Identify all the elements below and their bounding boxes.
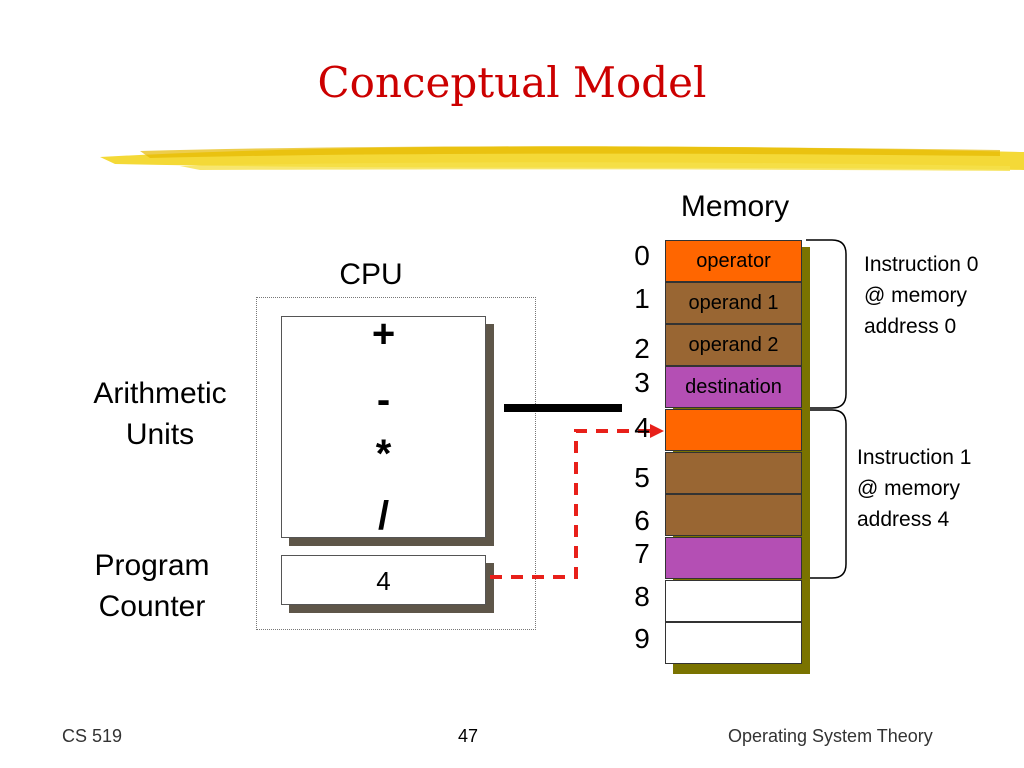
pc-pointer-arrowhead xyxy=(650,424,664,438)
minus-operator: - xyxy=(376,378,391,422)
memory-label: Memory xyxy=(680,190,790,223)
memory-cell-5 xyxy=(665,452,802,494)
arithmetic-units-label: Arithmetic Units xyxy=(60,373,260,455)
instruction1-line1: Instruction 1 xyxy=(857,446,972,469)
memory-cell-6 xyxy=(665,494,802,536)
slide-title: Conceptual Model xyxy=(317,58,707,107)
memory-cell-8 xyxy=(665,580,802,622)
memory-index-3: 3 xyxy=(634,367,650,398)
instruction1-line2: @ memory xyxy=(857,477,960,500)
instruction0-line3: address 0 xyxy=(864,315,957,338)
program-counter-label-line1: Program xyxy=(94,549,210,582)
memory-cell-9 xyxy=(665,622,802,664)
memory-cell-0: operator xyxy=(665,240,802,282)
footer-page-number: 47 xyxy=(458,726,479,746)
arithmetic-units-box xyxy=(281,316,486,538)
program-counter-label-line2: Counter xyxy=(98,590,206,623)
cpu-frame xyxy=(256,297,536,630)
program-counter-box: 4 xyxy=(281,555,486,605)
memory-index-9: 9 xyxy=(634,623,650,654)
divide-operator: / xyxy=(377,494,390,538)
instruction1-line3: address 4 xyxy=(857,508,950,531)
instruction0-line1: Instruction 0 xyxy=(864,253,979,276)
arithmetic-label-line2: Units xyxy=(125,418,195,451)
memory-cell-4 xyxy=(665,409,802,451)
footer-subject: Operating System Theory xyxy=(728,726,933,746)
memory-index-4: 4 xyxy=(634,412,650,443)
memory-index-6: 6 xyxy=(634,505,650,536)
memory-cell-3: destination xyxy=(665,366,802,408)
title-underline-brush xyxy=(100,146,1024,171)
memory-cell-2: operand 2 xyxy=(665,324,802,366)
memory-index-8: 8 xyxy=(634,581,650,612)
memory-index-1: 1 xyxy=(634,283,650,314)
memory-cell-1: operand 1 xyxy=(665,282,802,324)
instruction0-line2: @ memory xyxy=(864,284,967,307)
pc-pointer-line xyxy=(490,429,652,579)
multiply-operator: * xyxy=(375,432,392,476)
program-counter-label: Program Counter xyxy=(62,545,242,627)
instruction1-note: Instruction 1 @ memory address 4 xyxy=(857,442,971,535)
plus-operator: + xyxy=(371,312,396,356)
memory-index-7: 7 xyxy=(634,538,650,569)
instruction0-note: Instruction 0 @ memory address 0 xyxy=(864,249,978,342)
arithmetic-label-line1: Arithmetic xyxy=(93,377,227,410)
instruction0-brace xyxy=(806,239,847,409)
memory-index-5: 5 xyxy=(634,462,650,493)
cpu-label: CPU xyxy=(339,258,403,291)
memory-index-0: 0 xyxy=(634,240,650,271)
footer-course: CS 519 xyxy=(62,726,123,746)
instruction1-brace xyxy=(806,409,847,579)
memory-cell-7 xyxy=(665,537,802,579)
memory-index-2: 2 xyxy=(634,333,650,364)
